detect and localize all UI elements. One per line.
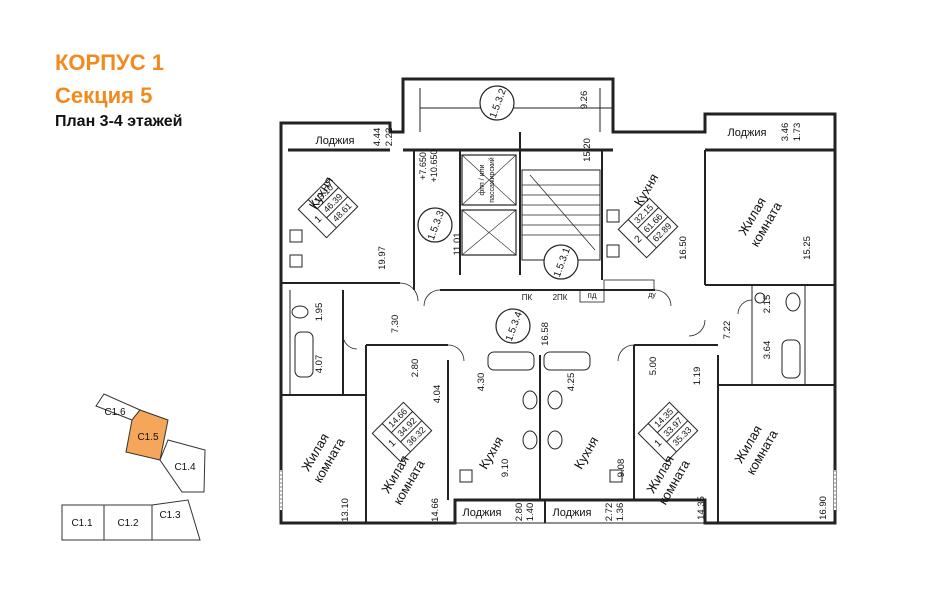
area-bath-c2: 4.25 <box>566 373 577 392</box>
elevation-top: +7.650 <box>418 152 428 180</box>
area-hall-l2: 2.80 <box>410 359 421 378</box>
plan-walls <box>279 77 837 525</box>
label-pk: ПК <box>522 293 533 302</box>
area-kitchen-tr: 16.50 <box>678 236 689 260</box>
area-bath-r1: 2.15 <box>762 295 773 314</box>
living-room-label-bl: Жилая комната <box>298 431 348 486</box>
minimap-c11[interactable]: С1.1 <box>71 518 93 529</box>
area-living-br: 16.90 <box>818 496 829 520</box>
area-bath-c1: 4.30 <box>476 373 487 392</box>
section-title: Секция 5 <box>55 83 153 108</box>
area-loggia-tr-a: 3.46 <box>780 123 791 142</box>
loggia-label-tl: Лоджия <box>316 135 355 147</box>
area-stair: 15.20 <box>582 138 593 162</box>
area-bath-l1: 1.95 <box>314 303 325 322</box>
area-hall-r1: 5.00 <box>648 357 659 376</box>
floor-plan-title: План 3-4 этажей <box>55 113 183 130</box>
minimap-c14[interactable]: С1.4 <box>174 462 196 473</box>
shaft-label-2: пассажирский <box>488 157 496 203</box>
elevation-bottom: +10.650 <box>429 150 439 183</box>
minimap-c16[interactable]: С1.6 <box>104 407 126 418</box>
area-loggia-br-b: 1.36 <box>615 503 626 522</box>
annotations: +7.650 +10.650 фпп / или пассажирский ПК… <box>418 150 656 303</box>
apartment-box-4[interactable]: 1 14.35 33.97 35.33 <box>637 401 699 463</box>
area-bath-l2: 4.07 <box>314 355 325 374</box>
common-area-1534: 1.5.3.4 <box>495 308 531 344</box>
minimap-block-c12-shape[interactable] <box>103 504 153 541</box>
living-room-label-bc: Жилая комната <box>378 453 428 508</box>
area-living-bl: 13.10 <box>340 498 351 522</box>
area-loggia-br-a: 2.72 <box>604 503 615 522</box>
common-area-1532: 1.5.3.2 <box>479 85 515 121</box>
minimap-c13[interactable]: С1.3 <box>159 510 181 521</box>
shaft-label-1: фпп / или <box>479 164 486 195</box>
loggia-label-br: Лоджия <box>553 507 592 519</box>
label-pd: пд <box>588 291 597 300</box>
common-area-1531: 1.5.3.1 <box>543 244 579 280</box>
kitchen-label-tr: Кухня <box>631 171 661 209</box>
minimap-block-c14-shape[interactable] <box>159 439 206 493</box>
site-minimap <box>61 393 206 541</box>
minimap-labels: С1.6 С1.5 С1.4 С1.1 С1.2 С1.3 <box>71 407 196 529</box>
area-loggia-bl-b: 1.40 <box>525 503 536 522</box>
apartment-box-2[interactable]: 2 32.15 61.66 62.89 <box>617 197 679 259</box>
minimap-block-c11-shape[interactable] <box>61 504 105 541</box>
living-room-label-bcr: Жилая комната <box>643 453 693 508</box>
area-loggia-tl-b: 2.22 <box>384 128 395 147</box>
area-loggia-tl-a: 4.44 <box>372 128 383 147</box>
apartment-box-3[interactable]: 1 14.66 34.92 36.32 <box>371 401 433 463</box>
common-area-1533: 1.5.3.3 <box>417 207 453 243</box>
label-2pk: 2ПК <box>553 293 568 302</box>
building-title: КОРПУС 1 <box>55 50 164 75</box>
area-hall-r2: 1.19 <box>692 367 703 386</box>
area-living-bc: 14.66 <box>430 498 441 522</box>
living-room-label-tr: Жилая комната <box>735 195 785 250</box>
area-corr-center: 16.58 <box>540 322 551 346</box>
area-kitchen-bl: 9.10 <box>500 459 511 478</box>
kitchen-label-br: Кухня <box>571 434 601 472</box>
area-corr-left: 11.01 <box>452 232 463 255</box>
loggia-labels: Лоджия Лоджия Лоджия Лоджия <box>316 127 767 519</box>
minimap-block-c15-shape[interactable] <box>125 409 169 461</box>
area-hall-r3: 7.22 <box>722 321 733 340</box>
area-top-hall: 9.26 <box>579 91 590 110</box>
label-du: ду <box>648 292 656 299</box>
area-kitchen-br: 9.08 <box>616 459 627 478</box>
area-kitchen-tl: 19.97 <box>377 246 388 270</box>
area-loggia-tr-b: 1.73 <box>792 123 803 142</box>
area-hall-l: 7.30 <box>390 315 401 334</box>
area-hall-c1: 4.04 <box>432 385 443 404</box>
area-numbers: 4.44 2.22 3.46 1.73 9.26 15.20 19.97 16.… <box>314 91 829 522</box>
area-living-bcr: 14.35 <box>696 496 707 520</box>
loggia-label-bl: Лоджия <box>463 507 502 519</box>
loggia-label-tr: Лоджия <box>728 127 767 139</box>
area-loggia-bl-a: 2.80 <box>514 503 525 522</box>
minimap-c12[interactable]: С1.2 <box>117 518 139 529</box>
area-bath-r2: 3.64 <box>762 341 773 360</box>
living-room-label-br: Жилая комната <box>731 423 781 478</box>
area-living-tr: 15.25 <box>802 236 813 260</box>
minimap-c15[interactable]: С1.5 <box>137 432 159 443</box>
